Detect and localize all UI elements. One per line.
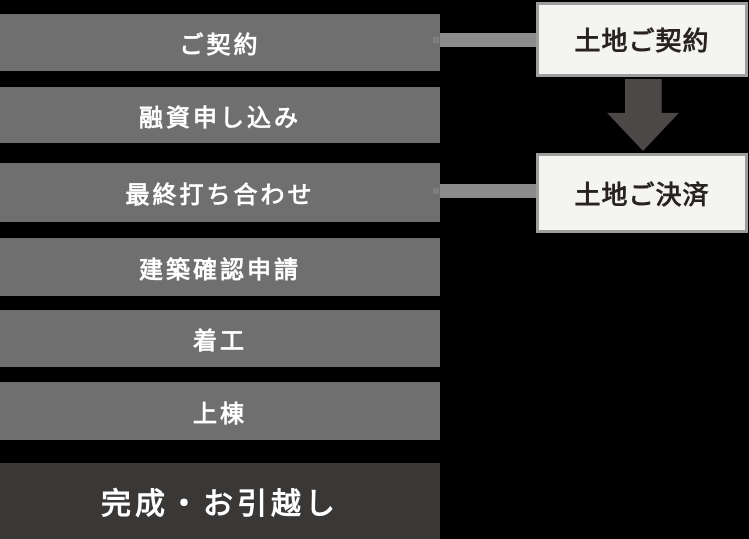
connector-endpoint-settlement (433, 188, 439, 194)
connector-line-contract (440, 33, 536, 47)
step-bar-construction-start: 着工 (0, 310, 440, 367)
step-bar-loan-application: 融資申し込み (0, 87, 440, 143)
step-bar-completion-move-in: 完成・お引越し (0, 463, 440, 539)
down-arrow-icon (607, 79, 679, 151)
land-contract-box: 土地ご契約 (536, 2, 748, 77)
step-bar-roof-raising: 上棟 (0, 382, 440, 440)
connector-endpoint-contract (433, 37, 439, 43)
step-bar-final-meeting: 最終打ち合わせ (0, 163, 440, 222)
step-bar-contract: ご契約 (0, 14, 440, 71)
connector-line-settlement (440, 184, 536, 198)
land-settlement-box: 土地ご決済 (536, 153, 748, 233)
step-bar-building-permit-application: 建築確認申請 (0, 238, 440, 296)
